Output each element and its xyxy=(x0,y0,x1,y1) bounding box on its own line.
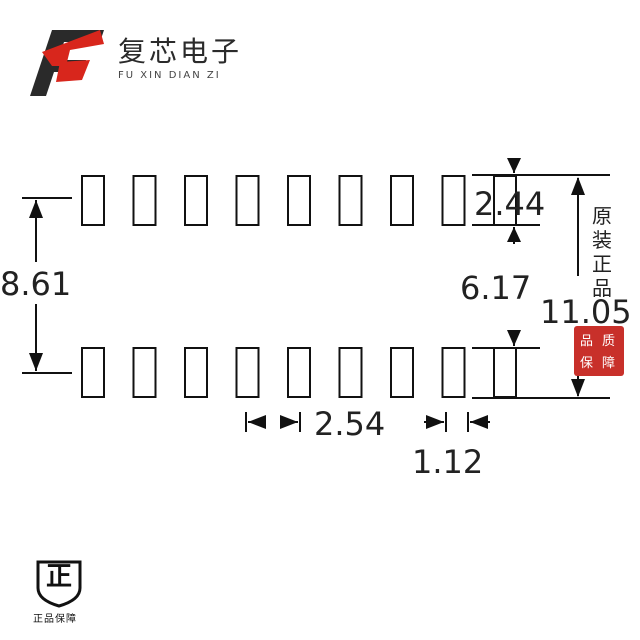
pad-top xyxy=(287,175,311,226)
arrow-up-icon xyxy=(571,177,585,195)
pad-top xyxy=(338,175,363,226)
shield-icon xyxy=(36,560,82,608)
arrow-down-icon xyxy=(507,330,521,346)
pad-bottom xyxy=(81,347,105,398)
pad-bottom xyxy=(441,347,466,398)
seal-char-4: 障 xyxy=(602,356,616,371)
badge-glyph: 正 xyxy=(46,562,73,592)
brand-name-cn: 复芯电子 xyxy=(118,35,243,68)
arrow-down-icon xyxy=(507,158,521,173)
pad-top xyxy=(441,175,466,226)
seal-char-2: 质 xyxy=(602,334,616,349)
pad-bottom xyxy=(184,347,208,398)
pad-top xyxy=(390,175,414,226)
arrow-down-icon xyxy=(29,353,43,371)
arrow-right-icon xyxy=(426,415,444,429)
pad-bottom xyxy=(132,347,157,398)
brand-logo-icon xyxy=(30,30,104,96)
pad-row-top xyxy=(81,175,517,226)
arrow-down-icon xyxy=(571,379,585,397)
brand-name-en: FU XIN DIAN ZI xyxy=(118,70,221,81)
dim-label-row-span: 8.61 xyxy=(0,265,72,303)
pad-row-bottom xyxy=(81,347,517,398)
arrow-up-icon xyxy=(29,200,43,218)
pad-top xyxy=(184,175,208,226)
arrow-left-icon xyxy=(470,415,488,429)
pad-top xyxy=(81,175,105,226)
dim-label-inner-gap: 6.17 xyxy=(460,269,532,307)
pad-bottom xyxy=(493,347,517,398)
arrow-left-icon xyxy=(248,415,266,429)
arrow-right-icon xyxy=(280,415,298,429)
pad-bottom xyxy=(338,347,363,398)
arrow-up-icon xyxy=(507,227,521,242)
seal-char-3: 保 xyxy=(580,356,594,371)
dim-line-inner-gap xyxy=(472,330,540,349)
dim-label-pad-width: 1.12 xyxy=(412,443,484,481)
pad-bottom xyxy=(235,347,260,398)
pad-bottom xyxy=(390,347,414,398)
pad-top xyxy=(235,175,260,226)
pad-bottom xyxy=(287,347,311,398)
dim-label-overall-height: 11.05 xyxy=(540,293,632,331)
dim-label-pad-length: 2.44 xyxy=(474,185,546,223)
seal-char-1: 品 xyxy=(580,334,594,349)
badge-label: 正品保障 xyxy=(33,614,77,625)
pad-top xyxy=(132,175,157,226)
side-label-genuine: 原装正品 xyxy=(592,204,612,300)
seal-stamp-icon xyxy=(574,326,624,376)
dim-label-pitch: 2.54 xyxy=(314,405,386,443)
